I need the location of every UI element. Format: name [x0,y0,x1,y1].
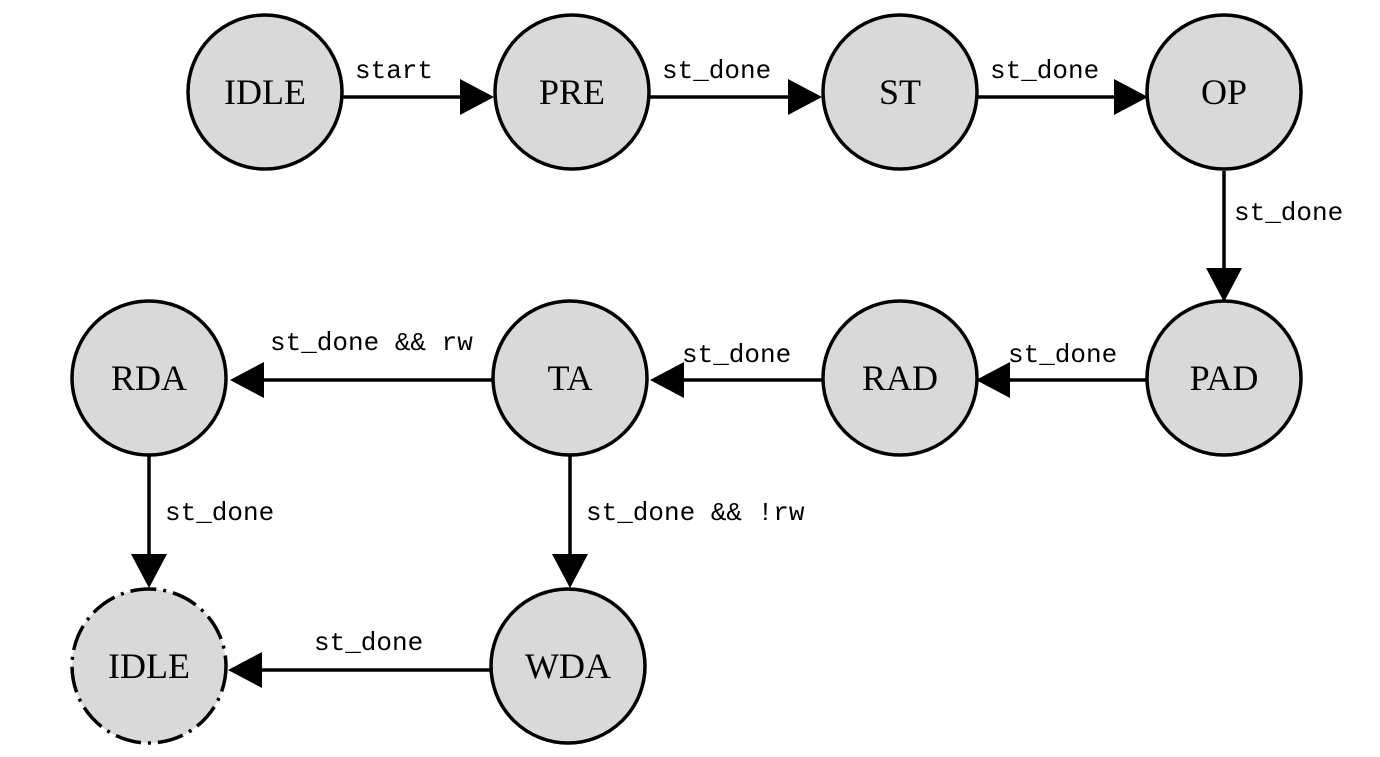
arrowhead-icon [976,362,1010,398]
transition-label: st_done [682,340,791,370]
transition-op-to-pad: st_done [1206,171,1343,302]
transition-label: st_done [314,628,423,658]
state-pre: PRE [493,13,651,171]
arrowhead-icon [650,362,684,398]
state-label: PAD [1190,358,1259,398]
transition-label: st_done && rw [270,328,473,358]
transition-label: st_done [165,498,274,528]
state-rad: RAD [821,299,979,457]
state-ta: TA [491,299,649,457]
state-idle-start: IDLE [186,13,344,171]
state-label: OP [1201,72,1247,112]
transition-pre-to-st: st_done [650,56,822,115]
transition-ta-to-rda: st_done && rw [230,328,492,398]
transition-ta-to-wda: st_done && !rw [552,456,805,588]
transition-label: st_done [990,56,1099,86]
state-label: WDA [525,646,611,686]
arrowhead-icon [788,79,822,115]
arrowhead-icon [552,554,588,588]
transition-label: st_done [1008,340,1117,370]
arrowhead-icon [230,362,264,398]
arrowhead-icon [131,554,167,588]
transition-pad-to-rad: st_done [976,340,1146,398]
transition-rad-to-ta: st_done [650,340,822,398]
transition-idle-to-pre: start [342,56,494,115]
state-idle-end: IDLE [70,587,228,745]
transition-label: start [355,56,433,86]
transition-label: st_done [662,56,771,86]
state-wda: WDA [489,587,647,745]
state-op: OP [1145,13,1303,171]
state-rda: RDA [70,299,228,457]
arrowhead-icon [1114,79,1148,115]
transition-rda-to-idle: st_done [131,456,274,588]
transition-label: st_done && !rw [586,498,805,528]
state-label: ST [879,72,921,112]
state-label: IDLE [108,646,190,686]
arrowhead-icon [1206,268,1242,302]
state-st: ST [821,13,979,171]
arrowhead-icon [228,652,262,688]
transition-wda-to-idle: st_done [228,628,490,688]
transition-label: st_done [1234,198,1343,228]
transition-st-to-op: st_done [978,56,1148,115]
state-label: TA [547,358,592,398]
state-label: RDA [111,358,187,398]
state-pad: PAD [1145,299,1303,457]
arrowhead-icon [460,79,494,115]
state-label: IDLE [224,72,306,112]
state-label: PRE [539,72,605,112]
state-label: RAD [862,358,938,398]
